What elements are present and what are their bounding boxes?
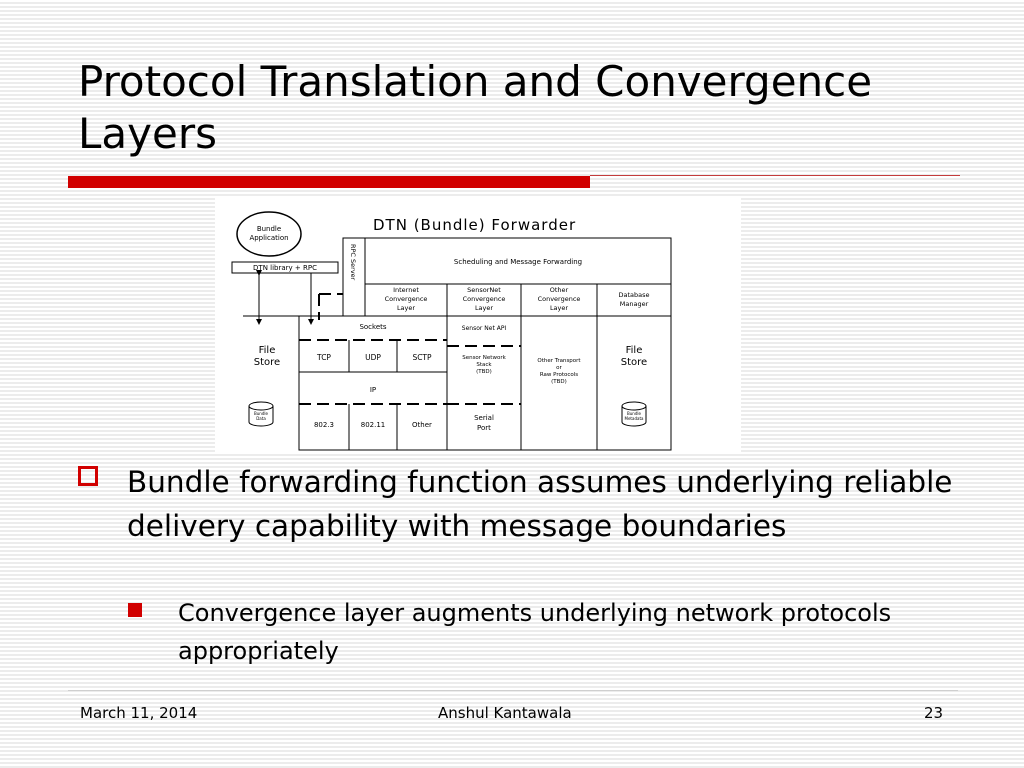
sensor-network-stack-l2: Stack bbox=[476, 362, 492, 368]
internet-cl-l1: Internet bbox=[393, 286, 419, 294]
dtn-library-label: DTN library + RPC bbox=[253, 264, 317, 272]
sensornet-cl-l1: SensorNet bbox=[467, 286, 501, 294]
sensor-network-stack-l3: (TBD) bbox=[476, 369, 492, 375]
sensor-net-api-label: Sensor Net API bbox=[462, 325, 507, 332]
file-store-right-l2: Store bbox=[621, 357, 647, 368]
hollow-square-bullet-icon bbox=[78, 466, 98, 486]
udp-label: UDP bbox=[365, 353, 381, 362]
title-underline-bar bbox=[68, 176, 590, 188]
bundle-metadata-l2: Metadata bbox=[625, 416, 644, 421]
ip-label: IP bbox=[370, 386, 376, 394]
dtn-library-box bbox=[231, 261, 339, 274]
l2-8023-label: 802.3 bbox=[314, 421, 334, 429]
database-manager-l2: Manager bbox=[620, 300, 649, 308]
filled-square-bullet-icon bbox=[128, 603, 142, 617]
file-store-left-l1: File bbox=[259, 345, 276, 356]
internet-stack-box bbox=[298, 315, 448, 451]
bundle-data-l2: Data bbox=[256, 416, 266, 421]
other-cl-l2: Convergence bbox=[538, 295, 581, 303]
bundle-data-cylinder bbox=[248, 406, 274, 427]
internet-cl-l2: Convergence bbox=[385, 295, 428, 303]
sensor-network-stack-l1: Sensor Network bbox=[462, 355, 506, 361]
other-cl-l1: Other bbox=[550, 286, 569, 294]
scheduling-label: Scheduling and Message Forwarding bbox=[454, 258, 582, 266]
tcp-label: TCP bbox=[316, 353, 331, 362]
other-cl-l3: Layer bbox=[550, 304, 568, 312]
page-number: 23 bbox=[924, 704, 944, 722]
footer-author: Anshul Kantawala bbox=[438, 704, 572, 722]
bundle-app-line2: Application bbox=[249, 234, 288, 242]
rpc-server-label: RPC Server bbox=[349, 244, 357, 281]
footer-divider bbox=[68, 690, 958, 691]
other-transport-l2: or bbox=[556, 365, 562, 371]
serial-port-l1: Serial bbox=[474, 414, 494, 422]
sensornet-cl-l2: Convergence bbox=[463, 295, 506, 303]
database-manager-l1: Database bbox=[618, 291, 649, 299]
sub-bullet-text: Convergence layer augments underlying ne… bbox=[178, 599, 892, 665]
bundle-metadata-cylinder bbox=[621, 406, 647, 427]
serial-port-l2: Port bbox=[477, 424, 491, 432]
sockets-label: Sockets bbox=[359, 323, 386, 331]
file-store-right-l1: File bbox=[626, 345, 643, 356]
right-file-store-box bbox=[596, 315, 672, 451]
slide-title: Protocol Translation and Convergence Lay… bbox=[78, 57, 873, 158]
sensornet-cl-l3: Layer bbox=[475, 304, 493, 312]
bullet-text: Bundle forwarding function assumes under… bbox=[127, 465, 953, 543]
other-transport-l4: (TBD) bbox=[551, 379, 567, 385]
l2-other-label: Other bbox=[412, 421, 432, 429]
footer-date: March 11, 2014 bbox=[80, 704, 198, 722]
title-underline-thin bbox=[590, 175, 960, 176]
dtn-architecture-diagram: DTN (Bundle) Forwarder Bundle Applicatio… bbox=[215, 196, 741, 452]
l2-80211-label: 802.11 bbox=[361, 421, 386, 429]
bundle-app-line1: Bundle bbox=[257, 225, 281, 233]
diagram-heading: DTN (Bundle) Forwarder bbox=[373, 216, 576, 234]
bundle-data-l1: Bundle bbox=[254, 411, 268, 416]
file-store-left-l2: Store bbox=[254, 357, 280, 368]
other-transport-l1: Other Transport bbox=[537, 358, 581, 364]
bundle-application-ellipse bbox=[236, 211, 302, 257]
internet-cl-l3: Layer bbox=[397, 304, 415, 312]
other-transport-l3: Raw Protocols bbox=[540, 372, 578, 378]
bundle-metadata-l1: Bundle bbox=[627, 411, 641, 416]
sctp-label: SCTP bbox=[412, 353, 432, 362]
dtn-diagram-svg: DTN (Bundle) Forwarder Bundle Applicatio… bbox=[231, 211, 672, 451]
